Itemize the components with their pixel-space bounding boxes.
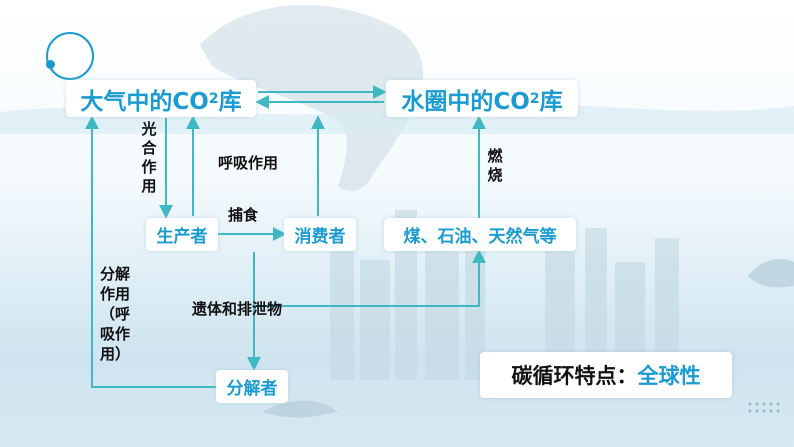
dot-decoration	[46, 60, 55, 69]
label-photosynthesis: 光合作用	[141, 120, 157, 195]
dolphin-small-left	[262, 400, 338, 418]
feature-label: 碳循环特点：	[511, 364, 638, 388]
node-hydrosphere-suffix: 库	[539, 88, 563, 115]
node-atmosphere-text: 大气中的CO	[80, 88, 209, 115]
circle-decoration	[46, 32, 94, 80]
node-atmosphere-suffix: 库	[218, 88, 242, 115]
dolphin-silhouette	[200, 4, 424, 191]
node-fossil-fuels: 煤、石油、天然气等	[384, 218, 576, 251]
node-producer: 生产者	[146, 218, 218, 251]
feature-highlight: 全球性	[637, 364, 701, 388]
label-decomposition: 分解作用（呼吸作用）	[100, 265, 131, 363]
arrow-fossilization	[254, 249, 486, 307]
node-hydrosphere-subscript: 2	[529, 90, 540, 107]
label-predation: 捕食	[228, 206, 259, 224]
dolphin-small-right	[748, 258, 794, 288]
node-decomposer: 分解者	[216, 370, 288, 403]
node-atmosphere-subscript: 2	[208, 90, 219, 107]
label-combustion: 燃烧	[487, 147, 503, 184]
arrow-decomposition	[85, 115, 216, 388]
node-hydrosphere-text: 水圈中的CO	[401, 88, 530, 115]
dots-decoration	[748, 402, 780, 413]
label-remains: 遗体和排泄物	[192, 300, 283, 318]
feature-box: 碳循环特点：全球性	[480, 352, 732, 398]
label-respiration: 呼吸作用	[218, 154, 279, 172]
node-consumer: 消费者	[284, 218, 356, 251]
